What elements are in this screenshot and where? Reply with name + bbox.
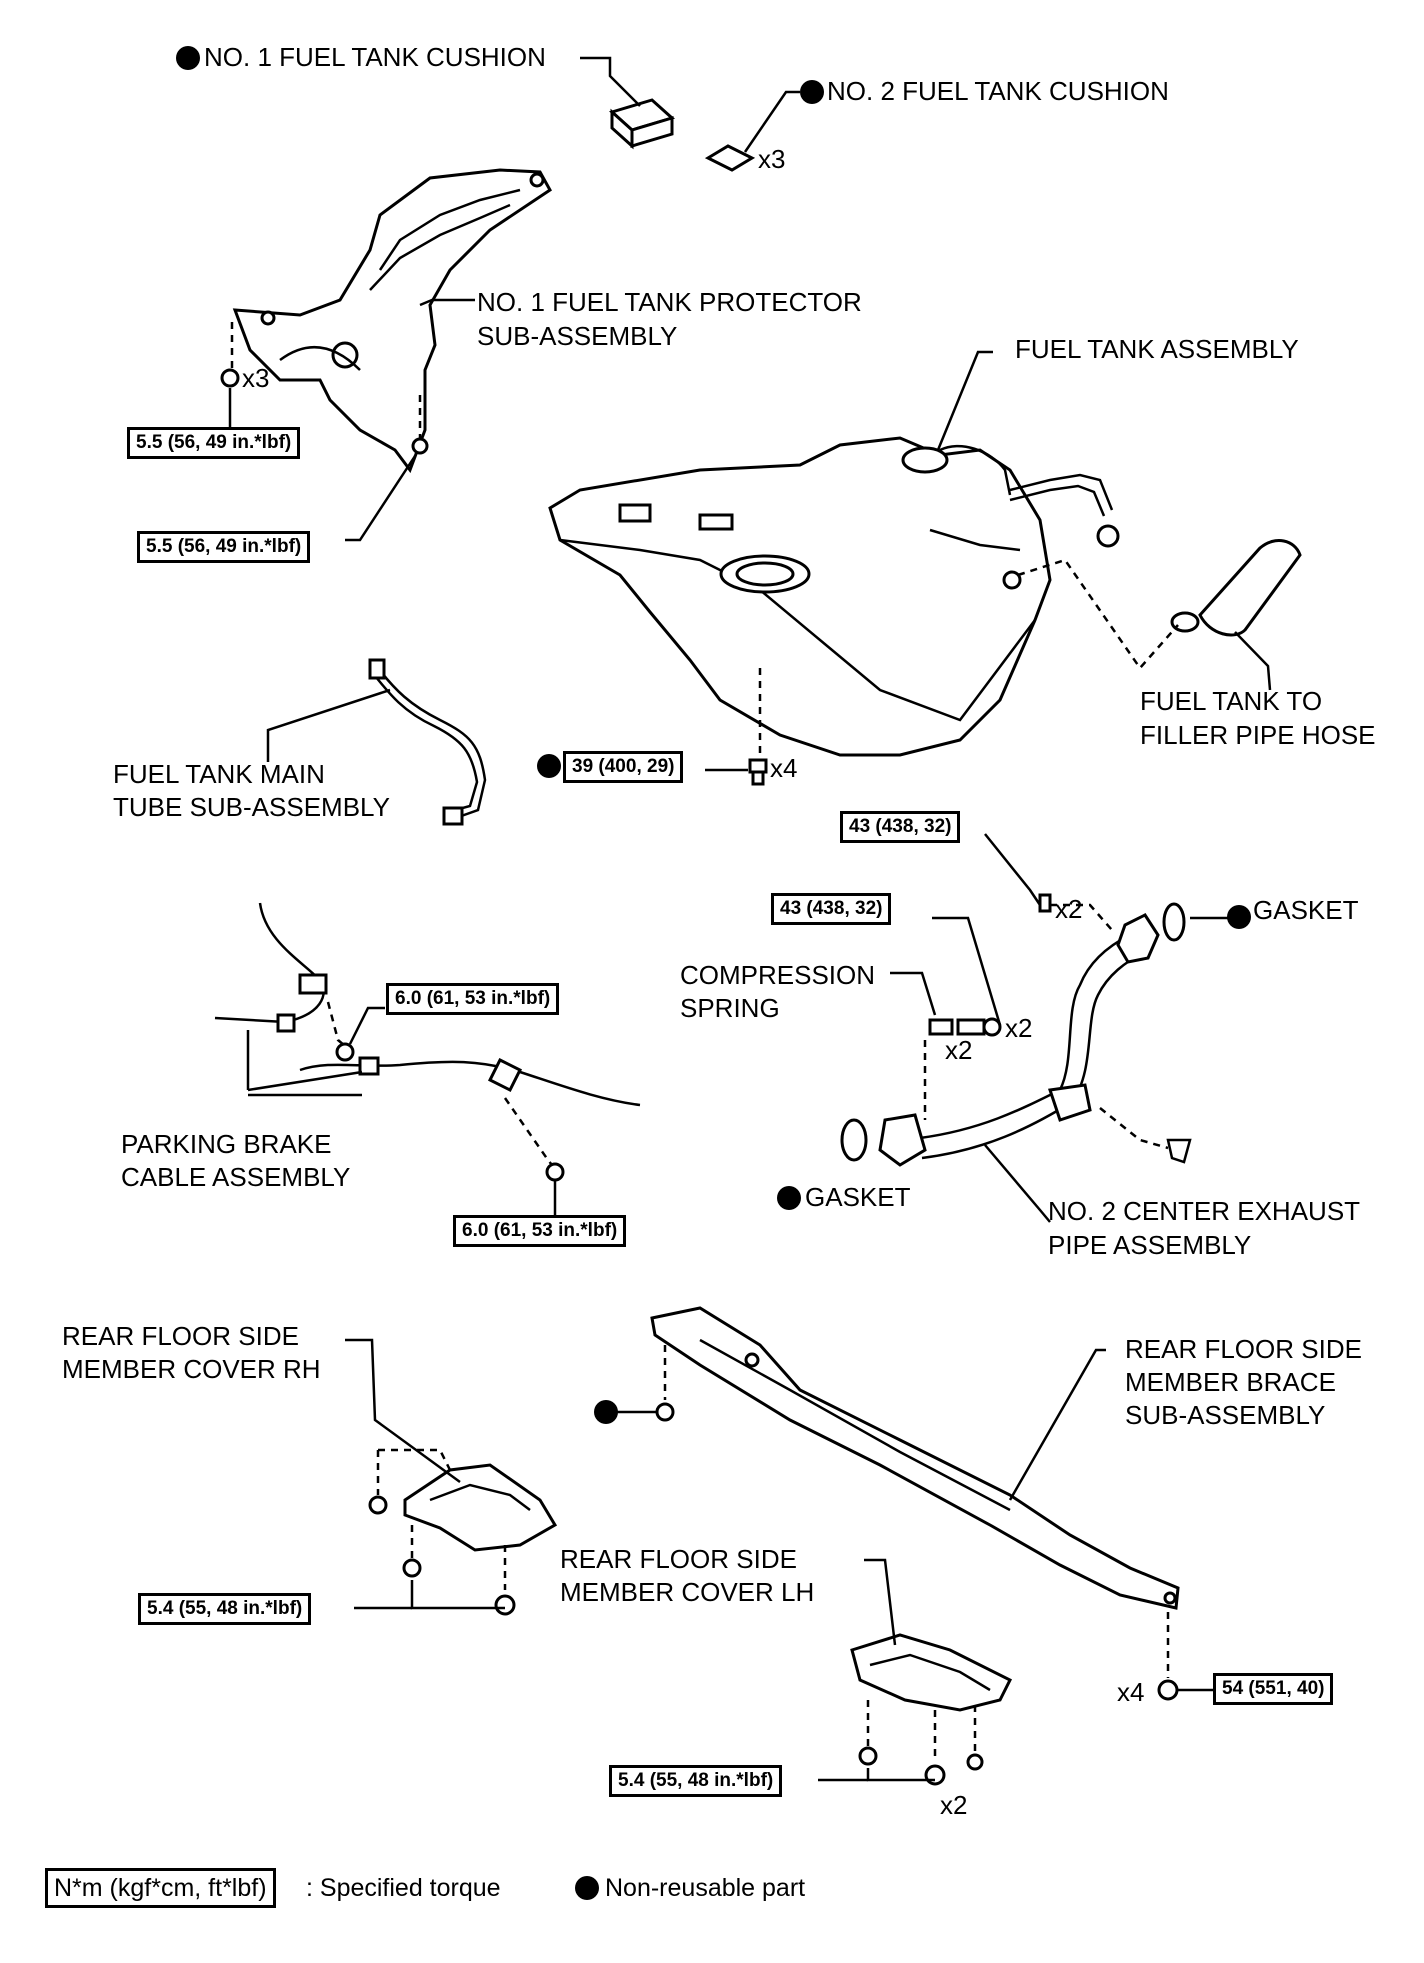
brace-nut-icon (655, 1402, 675, 1422)
legend-torque-unit: N*m (kgf*cm, ft*lbf) (45, 1868, 276, 1908)
tank-bolt-qty: x4 (770, 753, 798, 783)
protector-torque-a: 5.5 (56, 49 in.*lbf) (127, 427, 301, 459)
filler-pipe-hose-part (1170, 539, 1302, 637)
center-exhaust-pipe-part (840, 902, 1186, 1167)
compression-spring-label-line2: SPRING (680, 993, 780, 1023)
brace-label-line1: REAR FLOOR SIDE (1125, 1334, 1362, 1364)
brace-label-line3: SUB-ASSEMBLY (1125, 1400, 1326, 1430)
protector-label-line1: NO. 1 FUEL TANK PROTECTOR (477, 287, 862, 317)
cover-lh-torque: 5.4 (55, 48 in.*lbf) (609, 1765, 783, 1797)
cover-rh-label-line1: REAR FLOOR SIDE (62, 1321, 299, 1351)
cover-lh-clip-icon (966, 1753, 984, 1771)
protector-bolt-1-icon (220, 368, 240, 388)
cable-bolt-1-icon (335, 1042, 355, 1062)
non-reusable-icon-brace-nut (594, 1400, 618, 1424)
floor-side-member-brace-part (650, 1306, 1180, 1610)
main-tube-label-line2: TUBE SUB-ASSEMBLY (113, 792, 390, 822)
brace-label-line2: MEMBER BRACE (1125, 1367, 1336, 1397)
protector-torque-b: 5.5 (56, 49 in.*lbf) (137, 531, 311, 563)
fuel-tank-cushion-1-part (609, 98, 675, 150)
legend-torque-text: : Specified torque (306, 1874, 501, 1902)
non-reusable-icon-cushion2 (800, 80, 824, 104)
cover-rh-bolt-1-icon (402, 1558, 422, 1578)
fuel-tank-assembly-part (548, 436, 1120, 757)
exhaust-pipe-label-line1: NO. 2 CENTER EXHAUST (1048, 1196, 1361, 1226)
cushion2-qty: x3 (758, 144, 786, 174)
tank-bolt-torque: 39 (400, 29) (563, 751, 684, 783)
non-reusable-icon-gasket-top (1227, 905, 1251, 929)
brace-bolt-qty: x4 (1117, 1677, 1145, 1707)
cover-rh-torque: 5.4 (55, 48 in.*lbf) (138, 1593, 312, 1625)
main-tube-label-line1: FUEL TANK MAIN (113, 759, 325, 789)
cable-torque-a: 6.0 (61, 53 in.*lbf) (386, 983, 560, 1015)
fuel-tank-protector-part (232, 168, 552, 474)
tank-label: FUEL TANK ASSEMBLY (1015, 334, 1299, 364)
exhaust-torque-b: 43 (438, 32) (771, 893, 892, 925)
non-reusable-icon-gasket-bottom (777, 1186, 801, 1210)
parking-brake-label-line1: PARKING BRAKE (121, 1129, 332, 1159)
cover-lh-label-line2: MEMBER COVER LH (560, 1577, 815, 1607)
cover-lh-label-line1: REAR FLOOR SIDE (560, 1544, 797, 1574)
protector-qty: x3 (242, 363, 270, 393)
gasket-top-label: GASKET (1253, 895, 1359, 925)
fuel-tank-cushion-2-part (704, 144, 756, 172)
exhaust-torque-a: 43 (438, 32) (840, 811, 961, 843)
legend-non-reusable-text: Non-reusable part (605, 1874, 806, 1902)
exhaust-bolt-qty: x2 (1005, 1013, 1033, 1043)
cable-bolt-2-icon (545, 1162, 565, 1182)
filler-hose-label-line1: FUEL TANK TO (1140, 686, 1323, 716)
brace-bolt-icon (1157, 1679, 1179, 1701)
spring-qty: x2 (945, 1035, 973, 1065)
exhaust-pipe-label-line2: PIPE ASSEMBLY (1048, 1230, 1252, 1260)
cover-lh-nut-icon (858, 1746, 878, 1766)
tank-bolt-icon (748, 758, 768, 786)
exhaust-bolt-top-icon (1038, 893, 1052, 913)
floor-side-member-cover-lh-part (850, 1633, 1013, 1712)
parking-brake-label-line2: CABLE ASSEMBLY (121, 1162, 351, 1192)
cover-rh-nut-icon (368, 1495, 388, 1515)
cover-rh-bolt-2-icon (494, 1594, 516, 1616)
cushion2-label: NO. 2 FUEL TANK CUSHION (827, 76, 1169, 106)
cover-rh-label-line2: MEMBER COVER RH (62, 1354, 321, 1384)
legend-non-reusable-icon (575, 1876, 599, 1900)
compression-spring-label-line1: COMPRESSION (680, 960, 876, 990)
exhaust-top-qty: x2 (1055, 894, 1083, 924)
floor-side-member-cover-rh-part (403, 1463, 558, 1552)
cushion1-label: NO. 1 FUEL TANK CUSHION (204, 42, 546, 72)
brace-torque: 54 (551, 40) (1213, 1673, 1334, 1705)
fuel-tank-main-tube-part (368, 658, 487, 826)
non-reusable-icon-cushion1 (176, 46, 200, 70)
protector-label-line2: SUB-ASSEMBLY (477, 321, 678, 351)
cover-lh-bolt-icon (924, 1764, 946, 1786)
filler-hose-label-line2: FILLER PIPE HOSE (1140, 720, 1376, 750)
gasket-bottom-label: GASKET (805, 1182, 911, 1212)
compression-spring-icon (928, 1017, 1002, 1037)
cable-torque-b: 6.0 (61, 53 in.*lbf) (453, 1215, 627, 1247)
cover-lh-qty: x2 (940, 1790, 968, 1820)
exhaust-bracket-icon (1166, 1138, 1192, 1164)
non-reusable-icon-tank-bolt (537, 754, 561, 778)
protector-bolt-2-icon (411, 437, 429, 455)
parking-brake-cable-part (214, 902, 641, 1107)
